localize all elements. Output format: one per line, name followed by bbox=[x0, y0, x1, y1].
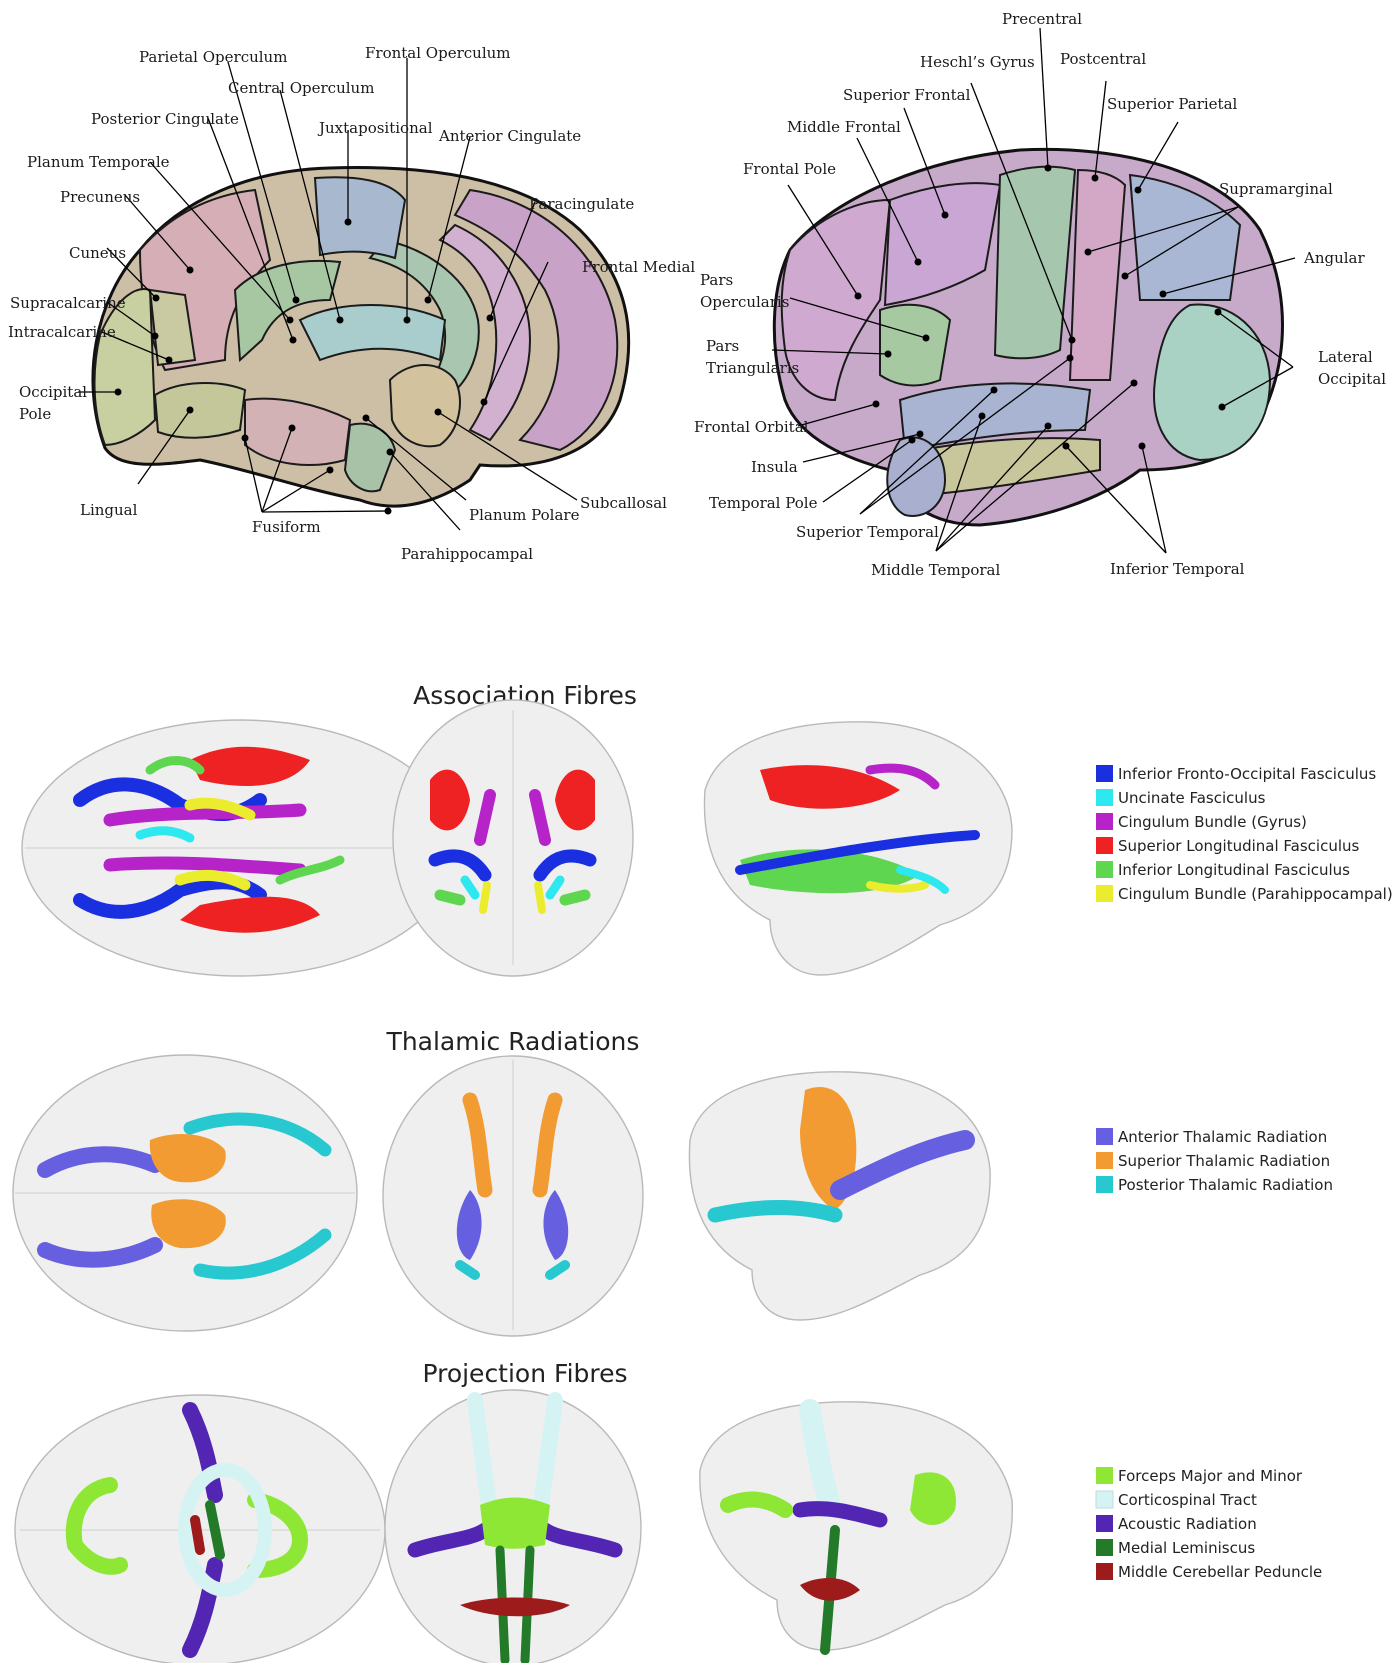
association-sagittal-view bbox=[704, 722, 1012, 975]
medial-label-frontal-medial: Frontal Medial bbox=[582, 258, 695, 276]
medial-label-parietal-operculum: Parietal Operculum bbox=[139, 48, 287, 66]
legend-swatch bbox=[1096, 1491, 1113, 1508]
lateral-label-pars-2: Pars bbox=[706, 337, 739, 355]
lateral-label-occipital: Occipital bbox=[1318, 370, 1386, 388]
medial-label-occipital: Occipital bbox=[19, 383, 87, 401]
medial-brain-view bbox=[93, 168, 629, 507]
medial-label-central-operculum: Central Operculum bbox=[228, 79, 374, 97]
lateral-label-lateral: Lateral bbox=[1318, 348, 1373, 366]
legend-label: Inferior Fronto-Occipital Fasciculus bbox=[1118, 765, 1376, 783]
lateral-label-temporal-pole: Temporal Pole bbox=[709, 494, 818, 512]
medial-juxtapositional-region bbox=[315, 177, 405, 258]
legend-swatch bbox=[1096, 1467, 1113, 1484]
thalamic-axial-view bbox=[13, 1055, 357, 1331]
medial-lingual-region bbox=[155, 383, 245, 438]
association-legend: Inferior Fronto-Occipital Fasciculus Unc… bbox=[1096, 765, 1393, 903]
legend-swatch bbox=[1096, 885, 1113, 902]
medial-label-planum-polare: Planum Polare bbox=[469, 506, 580, 524]
medial-label-anterior-cingulate: Anterior Cingulate bbox=[438, 127, 581, 145]
legend-label: Inferior Longitudinal Fasciculus bbox=[1118, 861, 1350, 879]
legend-label: Superior Longitudinal Fasciculus bbox=[1118, 837, 1360, 855]
lateral-label-inferior-temporal: Inferior Temporal bbox=[1110, 560, 1245, 578]
lateral-label-middle-frontal: Middle Frontal bbox=[787, 118, 901, 136]
lateral-pars-opercularis-region bbox=[880, 305, 950, 386]
projection-axial-view bbox=[15, 1395, 385, 1663]
medial-subcallosal-region bbox=[390, 365, 460, 446]
medial-label-posterior-cingulate: Posterior Cingulate bbox=[91, 110, 239, 128]
lateral-label-superior-temporal: Superior Temporal bbox=[796, 523, 939, 541]
legend-label: Forceps Major and Minor bbox=[1118, 1467, 1303, 1485]
lateral-label-superior-parietal: Superior Parietal bbox=[1107, 95, 1238, 113]
lateral-label-triangularis: Triangularis bbox=[706, 359, 799, 377]
lateral-label-middle-temporal: Middle Temporal bbox=[871, 561, 1000, 579]
medial-label-frontal-operculum: Frontal Operculum bbox=[365, 44, 511, 62]
legend-swatch bbox=[1096, 789, 1113, 806]
legend-swatch bbox=[1096, 813, 1113, 830]
lateral-label-postcentral: Postcentral bbox=[1060, 50, 1146, 68]
legend-label: Anterior Thalamic Radiation bbox=[1118, 1128, 1327, 1146]
legend-label: Medial Leminiscus bbox=[1118, 1539, 1255, 1557]
legend-label: Middle Cerebellar Peduncle bbox=[1118, 1563, 1322, 1581]
legend-swatch bbox=[1096, 1128, 1113, 1145]
thalamic-legend: Anterior Thalamic Radiation Superior Tha… bbox=[1096, 1128, 1333, 1194]
legend-swatch bbox=[1096, 765, 1113, 782]
legend-label: Corticospinal Tract bbox=[1118, 1491, 1257, 1509]
legend-swatch bbox=[1096, 837, 1113, 854]
legend-label: Posterior Thalamic Radiation bbox=[1118, 1176, 1333, 1194]
thalamic-sagittal-view bbox=[689, 1072, 990, 1320]
medial-label-cuneus: Cuneus bbox=[69, 244, 126, 262]
lateral-temporal-pole-region bbox=[887, 437, 945, 516]
lateral-label-opercularis: Opercularis bbox=[700, 293, 789, 311]
legend-swatch bbox=[1096, 1563, 1113, 1580]
association-axial-view bbox=[22, 720, 458, 976]
legend-label: Acoustic Radiation bbox=[1118, 1515, 1257, 1533]
medial-label-fusiform: Fusiform bbox=[252, 518, 321, 536]
legend-swatch bbox=[1096, 861, 1113, 878]
lateral-label-heschls-gyrus: Heschl’s Gyrus bbox=[920, 53, 1035, 71]
legend-swatch bbox=[1096, 1152, 1113, 1169]
medial-label-subcallosal: Subcallosal bbox=[580, 494, 667, 512]
lateral-label-superior-frontal: Superior Frontal bbox=[843, 86, 971, 104]
medial-label-precuneus: Precuneus bbox=[60, 188, 140, 206]
projection-coronal-view bbox=[385, 1390, 641, 1663]
lateral-label-precentral: Precentral bbox=[1002, 10, 1082, 28]
medial-label-intracalcarine: Intracalcarine bbox=[8, 323, 116, 341]
lateral-brain-view bbox=[774, 149, 1282, 525]
association-coronal-view bbox=[393, 700, 633, 976]
medial-label-supracalcarine: Supracalcarine bbox=[10, 294, 126, 312]
projection-sagittal-view bbox=[700, 1402, 1012, 1650]
medial-label-juxtapositional: Juxtapositional bbox=[317, 119, 433, 137]
legend-swatch bbox=[1096, 1176, 1113, 1193]
legend-label: Cingulum Bundle (Gyrus) bbox=[1118, 813, 1307, 831]
thalamic-coronal-view bbox=[383, 1056, 643, 1336]
medial-label-planum-temporale: Planum Temporale bbox=[27, 153, 170, 171]
lateral-label-frontal-orbital: Frontal Orbital bbox=[694, 418, 809, 436]
medial-label-paracingulate: Paracingulate bbox=[529, 195, 634, 213]
section-title-thalamic: Thalamic Radiations bbox=[386, 1027, 640, 1056]
legend-label: Superior Thalamic Radiation bbox=[1118, 1152, 1330, 1170]
section-title-projection: Projection Fibres bbox=[422, 1359, 627, 1388]
projection-legend: Forceps Major and Minor Corticospinal Tr… bbox=[1096, 1467, 1322, 1581]
lateral-label-angular: Angular bbox=[1303, 249, 1365, 267]
legend-swatch bbox=[1096, 1515, 1113, 1532]
legend-swatch bbox=[1096, 1539, 1113, 1556]
medial-label-lingual: Lingual bbox=[80, 501, 138, 519]
legend-label: Cingulum Bundle (Parahippocampal) bbox=[1118, 885, 1393, 903]
lateral-label-supramarginal: Supramarginal bbox=[1219, 180, 1333, 198]
lateral-label-frontal-pole: Frontal Pole bbox=[743, 160, 836, 178]
medial-label-parahippocampal: Parahippocampal bbox=[401, 545, 533, 563]
legend-label: Uncinate Fasciculus bbox=[1118, 789, 1266, 807]
medial-label-pole: Pole bbox=[19, 405, 51, 423]
lateral-label-pars-1: Pars bbox=[700, 271, 733, 289]
lateral-label-insula: Insula bbox=[751, 458, 798, 476]
